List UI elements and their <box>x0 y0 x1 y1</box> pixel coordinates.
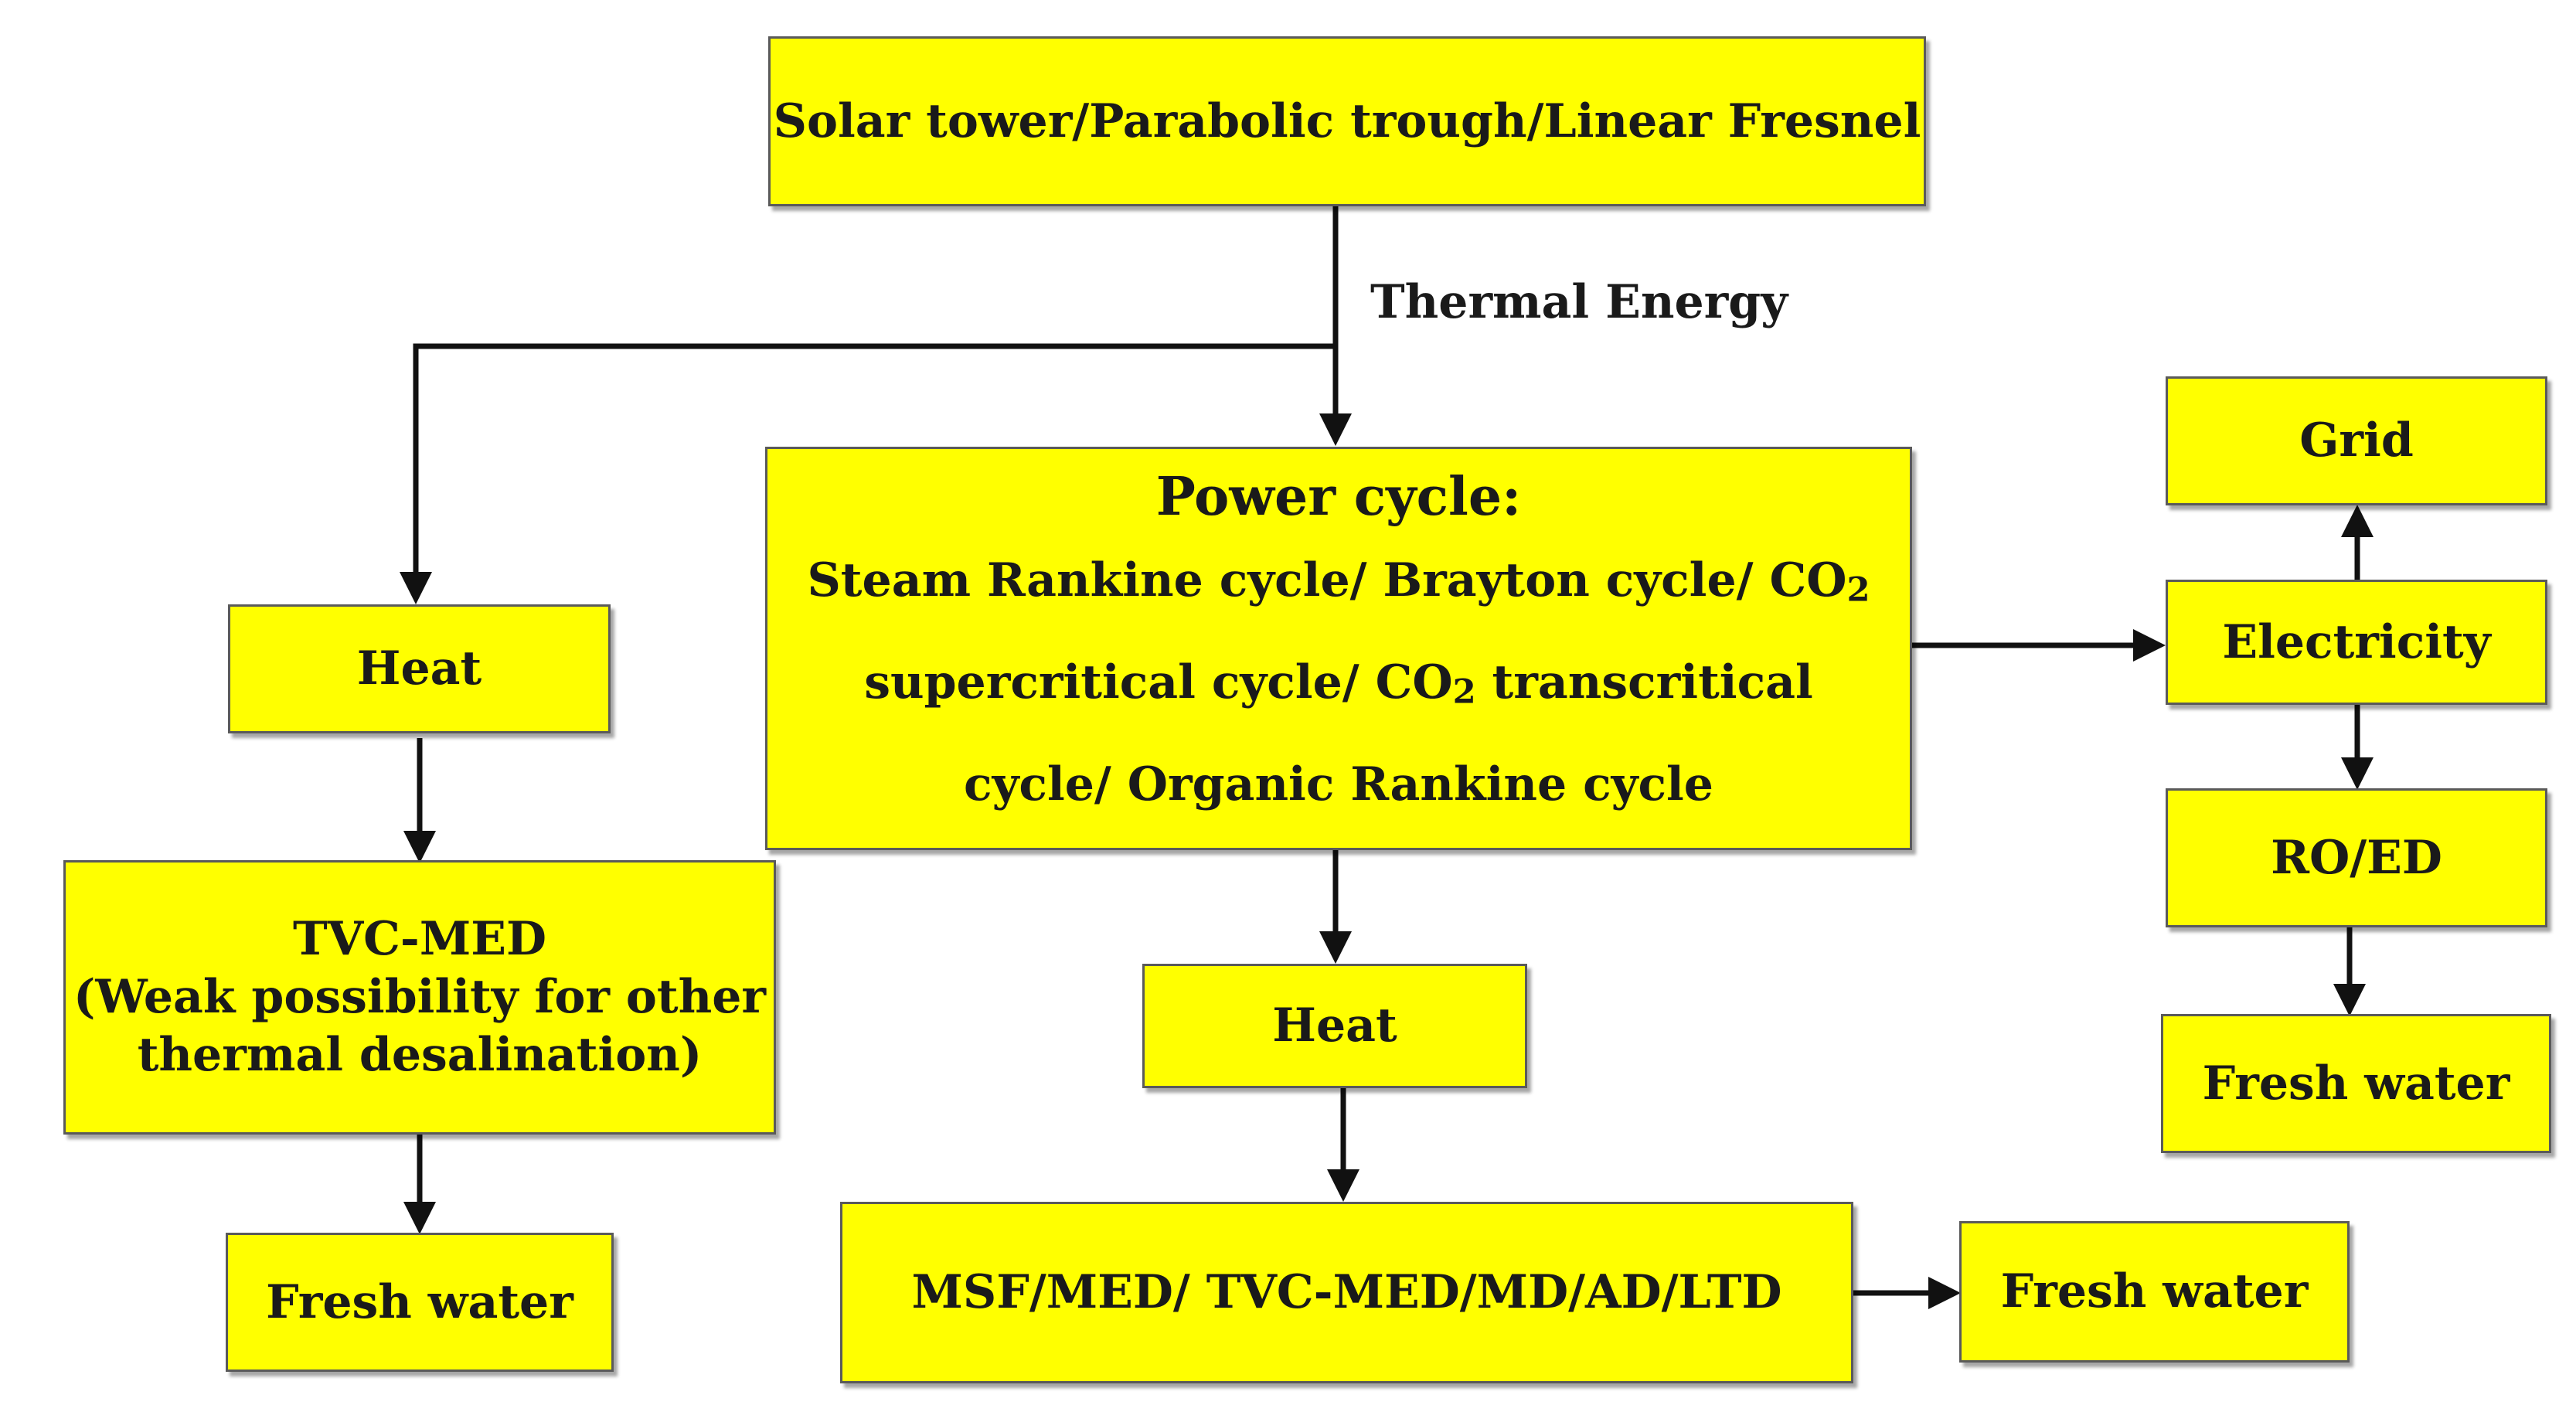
middle-heat-box: Heat <box>1142 964 1527 1088</box>
middle-fresh-water-label: Fresh water <box>2000 1264 2309 1318</box>
middle-heat-label: Heat <box>1272 999 1397 1053</box>
left-fresh-water-label: Fresh water <box>266 1274 573 1329</box>
left-heat-box: Heat <box>228 604 611 733</box>
grid-box: Grid <box>2166 376 2547 505</box>
tvc-med-box: TVC-MED (Weak possibility for other ther… <box>63 860 776 1135</box>
left-heat-label: Heat <box>356 641 482 696</box>
electricity-box: Electricity <box>2166 580 2547 705</box>
arrow-branch-to-left-heat <box>400 343 1336 604</box>
power-cycle-line-2: supercritical cycle/ CO2 transcritical <box>864 655 1813 712</box>
power-cycle-box: Power cycle: Steam Rankine cycle/ Brayto… <box>765 447 1912 850</box>
right-fresh-water-label: Fresh water <box>2202 1056 2510 1111</box>
thermal-energy-label: Thermal Energy <box>1370 275 1788 329</box>
grid-label: Grid <box>2299 413 2414 468</box>
power-cycle-title: Power cycle: <box>1155 465 1522 528</box>
msf-med-label: MSF/MED/ TVC-MED/MD/AD/LTD <box>911 1265 1782 1319</box>
tvc-med-note-line-2: thermal desalination) <box>137 1028 703 1082</box>
solar-collector-label: Solar tower/Parabolic trough/Linear Fres… <box>773 94 1921 148</box>
left-fresh-water-box: Fresh water <box>226 1233 614 1372</box>
power-cycle-line-1: Steam Rankine cycle/ Brayton cycle/ CO2 <box>807 553 1870 609</box>
electricity-label: Electricity <box>2222 614 2491 669</box>
power-cycle-line-3: cycle/ Organic Rankine cycle <box>964 757 1713 812</box>
right-fresh-water-box: Fresh water <box>2161 1014 2551 1153</box>
tvc-med-title: TVC-MED <box>292 912 547 966</box>
ro-ed-label: RO/ED <box>2271 830 2442 885</box>
ro-ed-box: RO/ED <box>2166 788 2547 927</box>
solar-collector-box: Solar tower/Parabolic trough/Linear Fres… <box>768 36 1926 206</box>
tvc-med-note-line-1: (Weak possibility for other <box>73 970 766 1024</box>
middle-fresh-water-box: Fresh water <box>1959 1221 2350 1363</box>
msf-med-box: MSF/MED/ TVC-MED/MD/AD/LTD <box>840 1202 1853 1383</box>
